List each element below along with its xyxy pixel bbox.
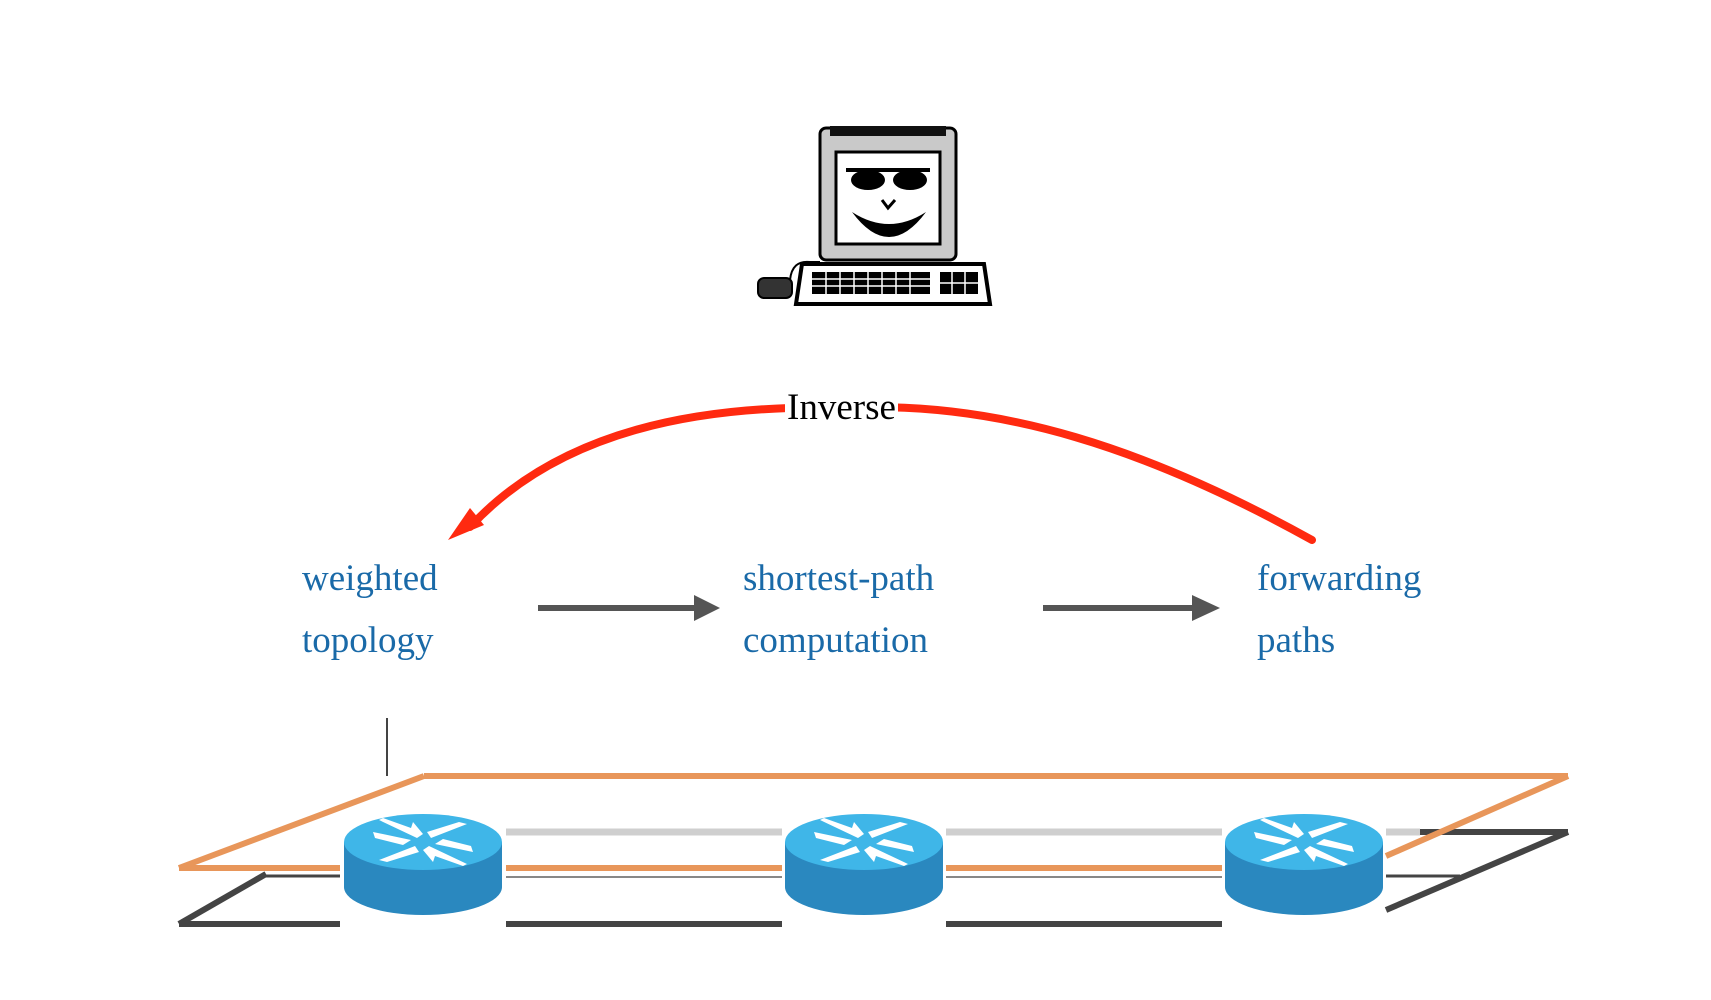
stage-label-line1: shortest-path <box>743 558 935 599</box>
stage-shortest-path-computation: shortest-path computation <box>743 548 934 672</box>
stage-label-line2: topology <box>302 620 434 661</box>
stage-forwarding-paths: forwarding paths <box>1257 548 1421 672</box>
router-icon <box>785 814 943 915</box>
smiling-computer-icon <box>757 126 993 306</box>
stage-label-line2: computation <box>743 620 928 661</box>
router-icon <box>1225 814 1383 915</box>
stage-label-line1: weighted <box>302 558 438 599</box>
stage-label-line1: forwarding <box>1257 558 1422 599</box>
inverse-arrowhead <box>448 508 484 540</box>
overlay-plane <box>177 773 1570 871</box>
router-icon <box>344 814 502 915</box>
stage-weighted-topology: weighted topology <box>302 548 438 672</box>
physical-plane <box>177 829 1570 927</box>
stage-label-line2: paths <box>1257 620 1336 661</box>
process-arrow-2 <box>1043 595 1220 621</box>
process-arrow-1 <box>538 595 720 621</box>
inverse-label: Inverse <box>785 386 898 429</box>
